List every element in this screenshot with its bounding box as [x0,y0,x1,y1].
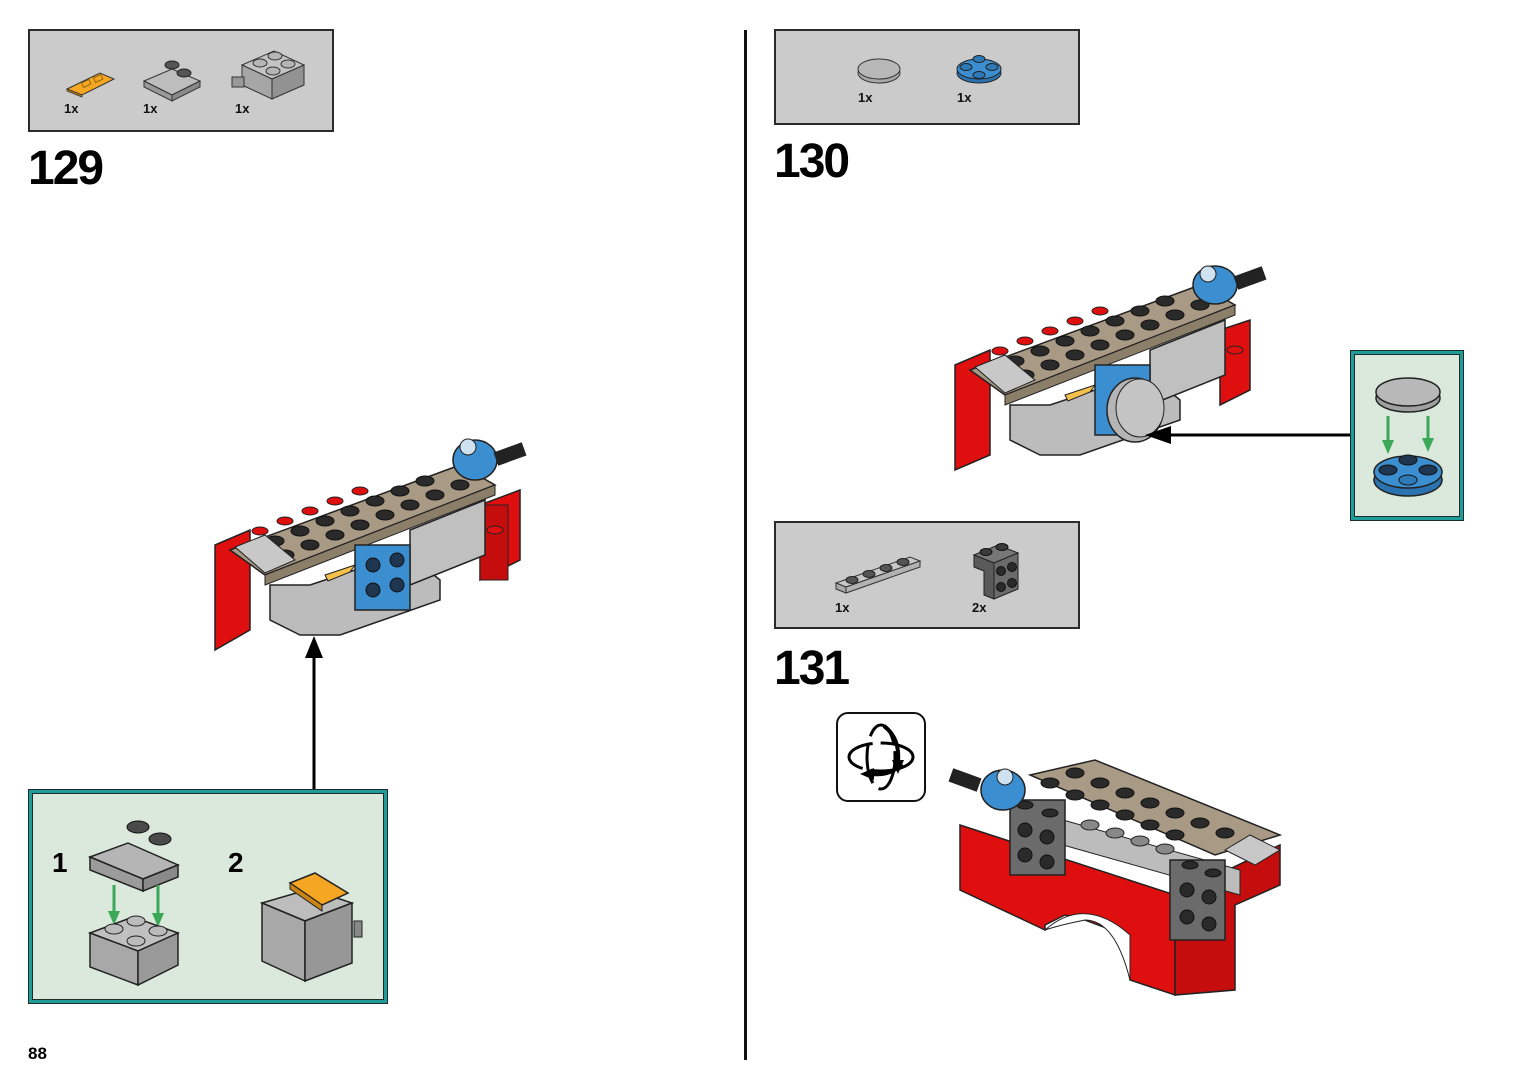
part-qty: 1x [235,101,250,116]
page-divider [744,30,747,1060]
page-number: 88 [28,1044,47,1063]
curved-slope-part-icon [142,60,202,102]
round-tile-part-icon [857,58,901,84]
step-number-130: 130 [774,135,850,188]
plate-1x4-part-icon [834,556,922,594]
substep-2-illustration [259,872,363,983]
attach-arrow-up [305,636,323,792]
rotate-arrows-icon [847,723,915,791]
subassembly-callout-129: 1 2 [29,790,387,1003]
model-step-129 [214,438,527,652]
part-qty: 2x [972,600,987,615]
step-number-131: 131 [774,642,850,695]
part-qty: 1x [957,90,972,105]
model-step-130 [954,265,1267,472]
part-qty: 1x [858,90,873,105]
attach-arrow-left [1145,426,1353,444]
substep-number-2: 2 [228,847,244,878]
bracket-part-icon [972,543,1020,600]
yellow-tile-part-icon [65,72,116,98]
substep-number-1: 1 [52,847,68,878]
part-qty: 1x [143,101,158,116]
model-step-131 [948,759,1283,997]
parts-list-step-129: 1x 1x 1x [28,29,334,132]
rotate-model-icon [836,712,926,802]
round-tile-on-plate-illustration [1373,377,1443,497]
parts-list-step-130: 1x 1x [774,29,1080,125]
ball-joint-brick-part-icon [231,50,306,100]
round-plate-part-icon [956,55,1002,84]
part-qty: 1x [64,101,79,116]
part-qty: 1x [835,600,850,615]
step-number-129: 129 [28,142,104,195]
parts-list-step-131: 1x 2x [774,521,1080,629]
substep-1-illustration [87,820,181,987]
subassembly-callout-130 [1351,351,1463,520]
